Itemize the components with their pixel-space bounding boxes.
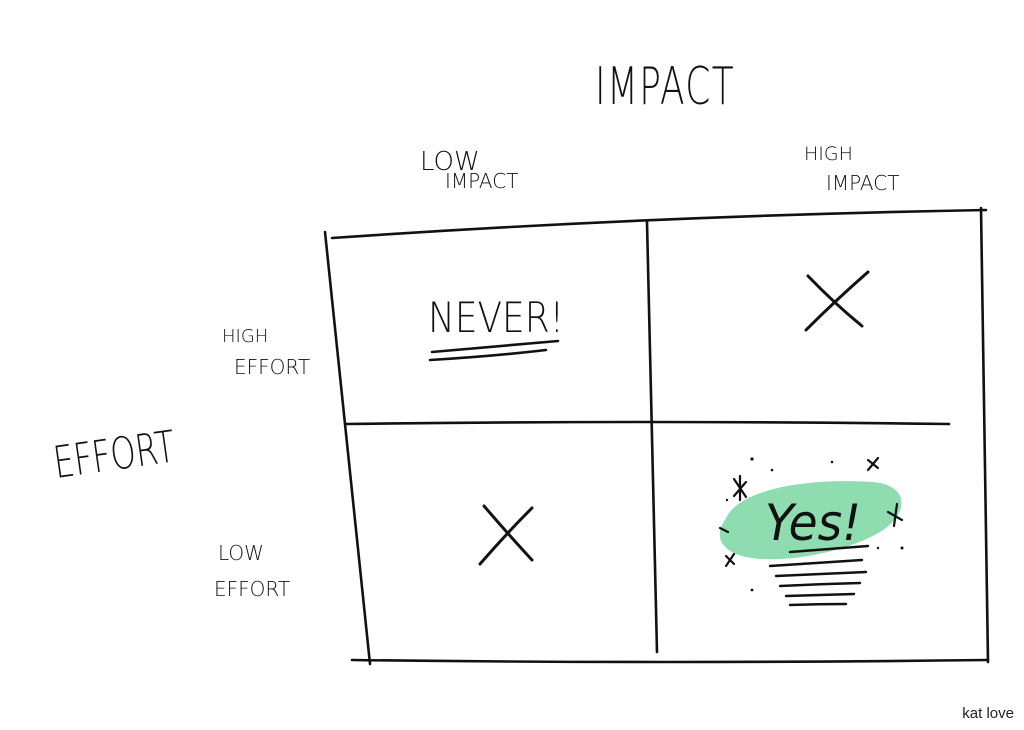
cross-mark-top-right: X [803,259,855,348]
grid-right-line [979,206,990,664]
grid-top-line [330,208,988,240]
grid-left-line [323,230,372,666]
never-label: NEVER! [428,293,564,342]
sparkle-icons [718,456,904,568]
row-header-high-effort: HIGH EFFORT [222,326,310,379]
column-header-high-impact: HIGH IMPACT [804,143,899,195]
sparkle-dots [725,457,904,592]
row-header-low-effort-line1: LOW [218,541,264,565]
grid-bottom-line [350,658,990,664]
row-header-high-effort-line2: EFFORT [234,355,310,379]
sparkle-icon [718,526,730,534]
yes-underlines [768,544,870,607]
row-header-low-effort: LOW EFFORT [214,541,290,601]
artist-credit: kat love [962,705,1014,722]
column-header-low-impact-line1: LOW [420,147,480,177]
row-header-low-effort-line2: EFFORT [214,577,290,601]
never-underline [428,339,560,362]
x-mark-top-right-icon [804,270,870,332]
sparkle-icon [866,456,880,472]
yes-label: Yes! [765,494,861,552]
column-header-low-impact: LOW IMPACT [420,147,518,193]
cell-high-effort-high-impact: X [803,259,870,348]
effort-axis-title: EFFORT [50,421,178,488]
column-header-high-impact-line1: HIGH [804,143,853,165]
row-header-high-effort-line1: HIGH [222,326,268,347]
impact-axis-title: IMPACT [595,57,735,117]
x-mark-bottom-left-icon [478,504,534,566]
grid-center-horizontal [344,420,951,426]
sparkle-icon [886,502,904,528]
grid-center-vertical [645,220,659,654]
yes-highlight [719,481,902,560]
column-header-low-impact-line2: IMPACT [445,169,518,193]
sparkle-icon [724,552,736,568]
cell-low-effort-high-impact: Yes! [718,456,904,607]
cell-low-effort-low-impact: X [478,504,534,566]
sparkle-icon [732,474,748,502]
column-header-high-impact-line2: IMPACT [826,171,899,195]
matrix-grid [323,206,990,666]
cell-high-effort-low-impact: NEVER! [428,293,564,362]
